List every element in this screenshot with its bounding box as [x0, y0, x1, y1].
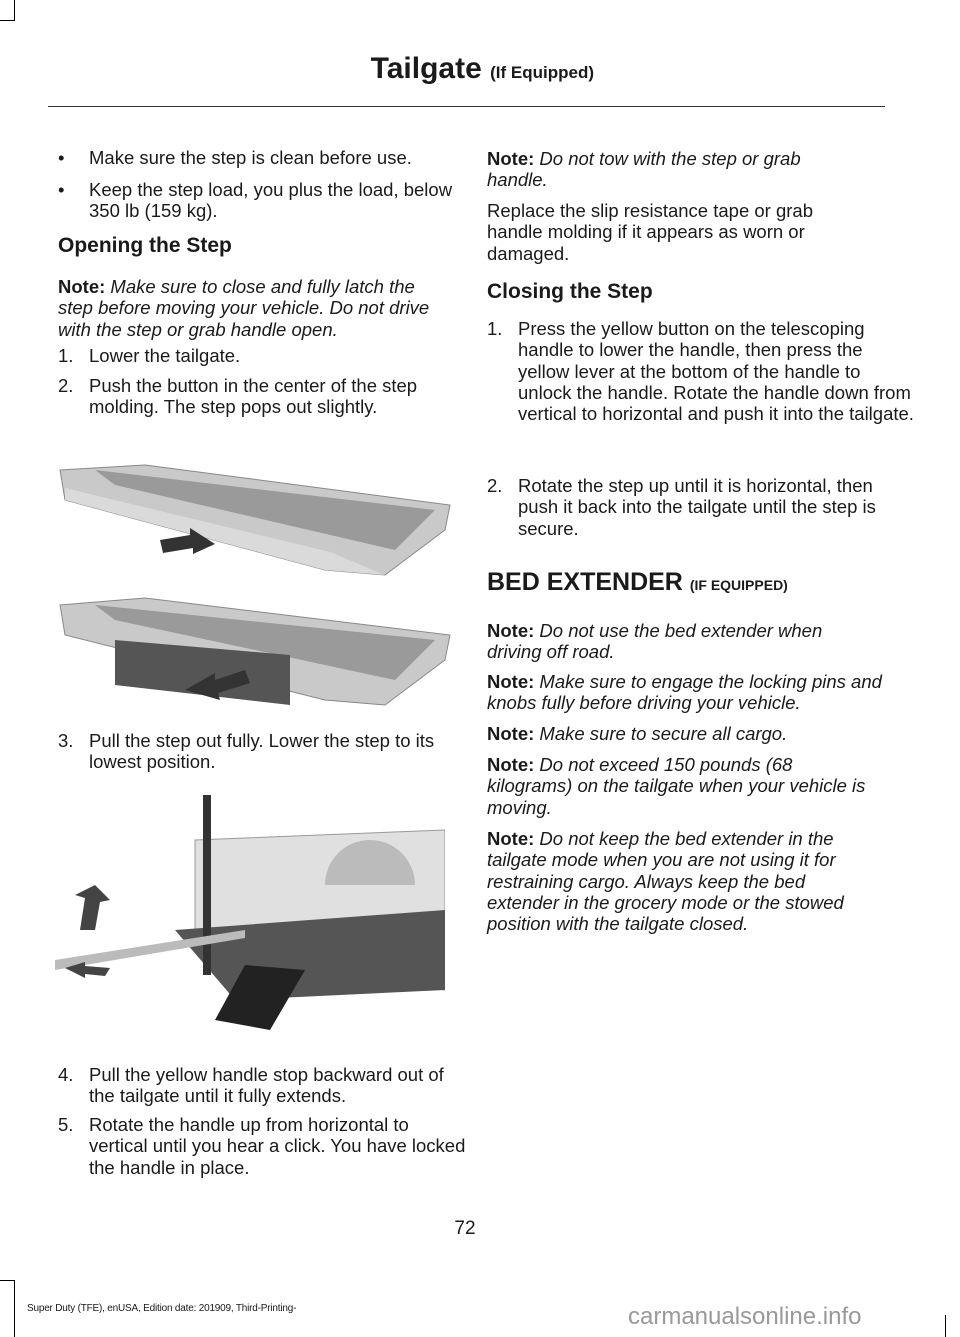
note: Note: Make sure to secure all cargo.	[487, 723, 788, 744]
note: Note: Do not exceed 150 pounds (68 kilog…	[487, 754, 866, 818]
title-text: Tailgate	[370, 52, 482, 85]
header-rule	[48, 106, 885, 107]
step-item: 1.Lower the tailgate.	[58, 345, 241, 366]
pull-arrow	[185, 670, 250, 700]
step-open	[59, 597, 451, 706]
note: Note: Make sure to engage the locking pi…	[487, 671, 882, 714]
section-heading: Opening the Step	[58, 234, 232, 257]
page-number: 72	[454, 1218, 476, 1239]
step-closed	[59, 464, 451, 576]
step	[215, 965, 305, 1030]
watermark: carmanualsonline.info	[628, 1303, 862, 1330]
title-suffix: (If Equipped)	[490, 63, 594, 82]
down-arrow	[65, 962, 110, 978]
crop-mark	[14, 1280, 15, 1337]
section-heading: Closing the Step	[487, 280, 653, 303]
note: Note: Do not keep the bed extender in th…	[487, 828, 844, 935]
step-item: 5.Rotate the handle up from horizontal t…	[58, 1114, 466, 1178]
step-item: 1.Press the yellow button on the telesco…	[487, 318, 914, 425]
up-arrow	[75, 885, 110, 930]
note: Note: Do not tow with the step or grab h…	[487, 148, 801, 191]
step-illustration	[59, 464, 451, 706]
step-item: 4.Pull the yellow handle stop backward o…	[58, 1064, 444, 1107]
wheel-well	[325, 840, 415, 885]
grab-handle	[203, 795, 211, 975]
step-item: 2.Rotate the step up until it is horizon…	[487, 475, 876, 539]
edition-info: Super Duty (TFE), enUSA, Edition date: 2…	[27, 1303, 297, 1314]
bullet-item: •Make sure the step is clean before use.	[58, 147, 412, 168]
crop-mark	[945, 1315, 946, 1337]
push-arrow	[160, 528, 215, 554]
crop-mark	[0, 20, 15, 21]
note: Note: Make sure to close and fully latch…	[58, 276, 430, 340]
page-title: Tailgate (If Equipped)	[371, 54, 594, 84]
chapter-heading: BED EXTENDER (IF EQUIPPED)	[487, 568, 788, 596]
step-lowered-illustration	[55, 795, 445, 1030]
step-item: 3.Pull the step out fully. Lower the ste…	[58, 730, 435, 773]
paragraph: Replace the slip resistance tape or grab…	[487, 200, 813, 264]
step-item: 2.Push the button in the center of the s…	[58, 375, 418, 418]
bullet-item: •Keep the step load, you plus the load, …	[58, 179, 453, 222]
crop-mark	[14, 0, 15, 20]
crop-mark	[0, 1280, 15, 1281]
note: Note: Do not use the bed extender when d…	[487, 620, 823, 663]
